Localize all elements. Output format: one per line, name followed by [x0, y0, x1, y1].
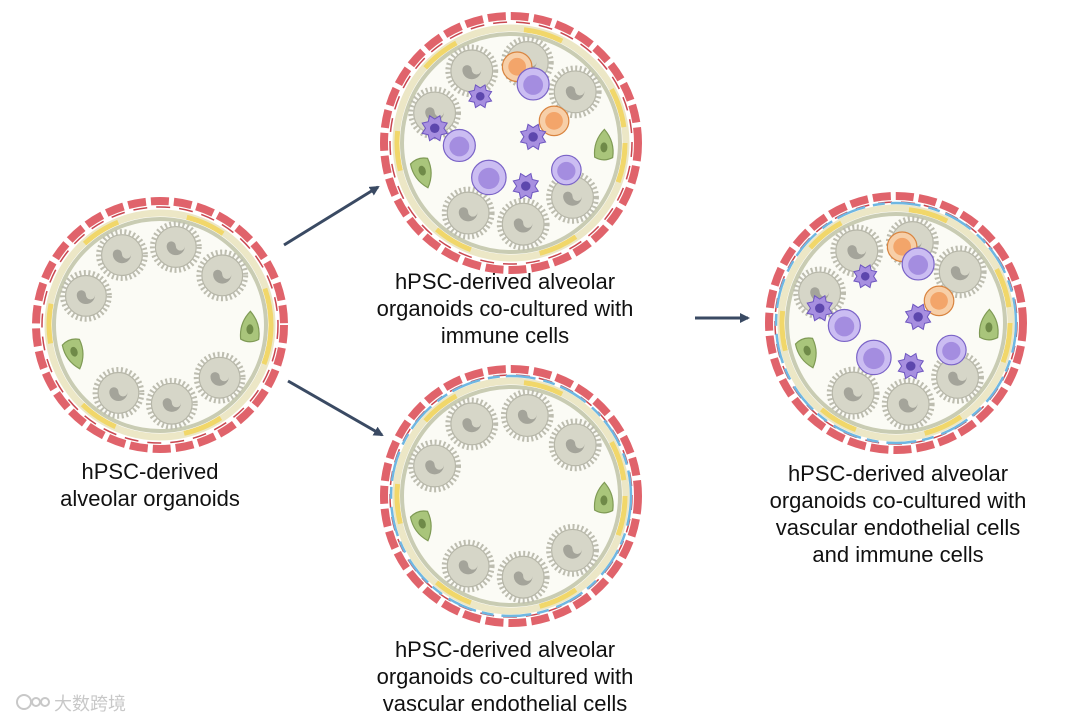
macrophage-cell	[512, 172, 540, 200]
epithelial-cell	[408, 439, 462, 493]
immune-cell	[550, 154, 582, 186]
epithelial-cell	[548, 418, 602, 472]
organoid-base	[32, 197, 288, 453]
watermark-logo: 大数跨境	[16, 694, 126, 715]
watermark-text: 大数跨境	[54, 694, 126, 715]
organoid-combined	[765, 192, 1027, 454]
type1-cell	[239, 310, 260, 343]
epithelial-cell	[441, 186, 495, 240]
epithelial-cell	[60, 269, 112, 322]
type1-cell	[978, 308, 999, 341]
epithelial-cell	[92, 366, 145, 419]
caption-base-organoid: hPSC-derived alveolar organoids	[60, 459, 240, 511]
type1-cell	[593, 128, 614, 161]
type1-cell	[593, 481, 614, 514]
arrow-to-vascular	[287, 379, 384, 437]
arrow-to-immune	[283, 185, 380, 247]
epithelial-cell	[546, 170, 599, 224]
macrophage-cell	[904, 303, 932, 331]
immune-cell	[516, 67, 550, 101]
epithelial-cell	[441, 539, 495, 593]
epithelial-cell	[196, 249, 249, 302]
epithelial-cell	[496, 550, 550, 604]
epithelial-cell	[496, 197, 550, 251]
immune-cell-orange	[923, 285, 955, 317]
immune-cell-orange	[538, 105, 570, 137]
immune-cell	[856, 339, 892, 376]
immune-cell	[901, 247, 935, 281]
caption-vascular-coculture: hPSC-derived alveolar organoids co-cultu…	[376, 637, 634, 716]
type1-cell	[794, 337, 817, 369]
caption-combined-coculture: hPSC-derived alveolar organoids co-cultu…	[769, 461, 1027, 567]
epithelial-cell	[193, 351, 246, 404]
type1-cell	[409, 157, 432, 189]
type1-cell	[61, 338, 84, 370]
caption-immune-coculture: hPSC-derived alveolar organoids co-cultu…	[376, 269, 634, 348]
epithelial-cell	[548, 65, 602, 119]
macrophage-cell	[806, 294, 834, 322]
immune-cell	[935, 334, 967, 366]
macrophage-cell	[519, 123, 547, 151]
epithelial-cell	[145, 377, 198, 430]
macrophage-cell	[421, 114, 449, 142]
epithelial-cell	[500, 389, 554, 442]
epithelial-cell	[826, 366, 880, 420]
organoid-immune	[380, 12, 642, 274]
epithelial-cell	[445, 397, 499, 451]
macrophage-cell	[468, 84, 493, 109]
type1-cell	[409, 510, 432, 542]
epithelial-cell	[546, 523, 599, 577]
epithelial-cell	[881, 377, 935, 431]
immune-cell	[827, 308, 861, 343]
epithelial-cell	[96, 229, 148, 281]
organoid-vascular	[380, 365, 642, 627]
immune-cell	[471, 159, 507, 196]
epithelial-cell	[933, 245, 987, 299]
immune-cell	[442, 128, 476, 163]
macrophage-cell	[853, 264, 878, 289]
epithelial-cell	[149, 221, 202, 273]
macrophage-cell	[897, 352, 925, 380]
